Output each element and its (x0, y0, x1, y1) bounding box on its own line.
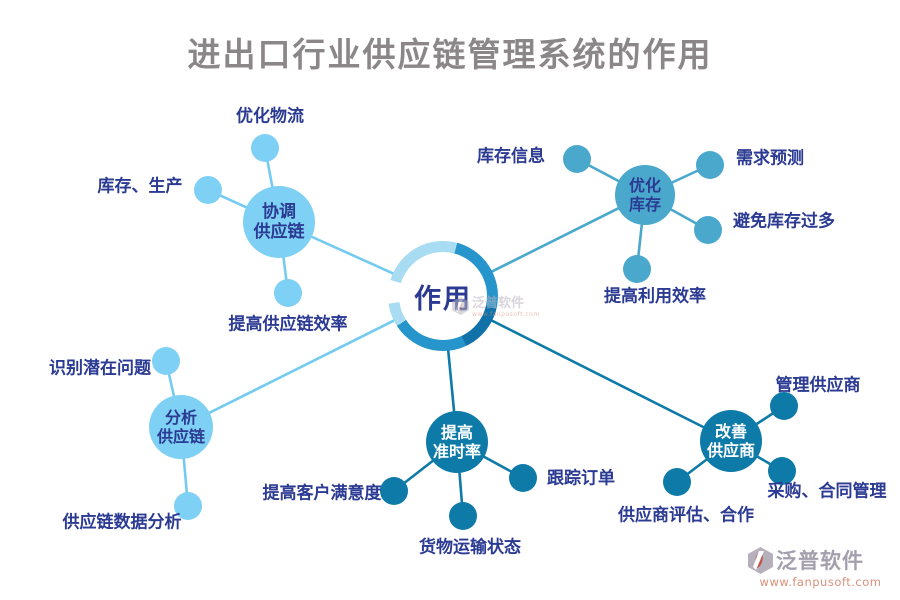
label-track-orders: 跟踪订单 (547, 468, 615, 489)
center-node-inner: 作用 (399, 252, 487, 340)
node-dot-supply-chain-data-analysis (174, 492, 202, 520)
label-demand-forecast: 需求预测 (736, 148, 804, 169)
center-node: 作用 (388, 241, 498, 351)
label-inventory-production: 库存、生产 (97, 176, 183, 197)
node-dot-cargo-transport-status (449, 502, 477, 530)
node-dot-inventory-info (563, 145, 591, 173)
node-dot-inventory-production (194, 176, 222, 204)
page-title: 进出口行业供应链管理系统的作用 (187, 35, 713, 74)
node-dot-avoid-excess-inventory (694, 216, 722, 244)
node-dot-track-orders (509, 464, 537, 492)
label-improve-supply-chain-efficiency: 提高供应链效率 (228, 314, 348, 335)
label-avoid-excess-inventory: 避免库存过多 (733, 211, 835, 232)
logo-url-text: www.fanpusoft.com (759, 575, 882, 589)
watermark-brand: 泛普软件 (472, 296, 525, 311)
node-dot-improve-utilization (623, 255, 651, 283)
node-dot-improve-supply-chain-efficiency (274, 279, 302, 307)
branch-node-analyze-supply-chain: 分析 供应链 (149, 395, 213, 459)
label-improve-utilization: 提高利用效率 (604, 286, 706, 307)
node-dot-optimize-logistics (251, 134, 279, 162)
label-inventory-info: 库存信息 (477, 146, 545, 167)
node-dot-procurement-contract-management (768, 457, 796, 485)
label-improve-customer-satisfaction: 提高客户满意度 (262, 483, 382, 504)
branch-node-improve-suppliers: 改善 供应商 (700, 410, 762, 472)
node-dot-identify-potential-issues (152, 347, 180, 375)
node-dot-demand-forecast (696, 151, 724, 179)
label-cargo-transport-status: 货物运输状态 (419, 537, 521, 558)
logo-brand-text: 泛普软件 (776, 549, 864, 573)
fanpu-logo-icon (748, 546, 773, 574)
label-supply-chain-data-analysis: 供应链数据分析 (62, 512, 182, 533)
watermark-url: www.fanpusoft.com (472, 310, 540, 318)
node-dot-manage-suppliers (770, 392, 798, 420)
label-supplier-evaluation-cooperation: 供应商评估、合作 (618, 505, 754, 526)
label-identify-potential-issues: 识别潜在问题 (49, 358, 151, 379)
branch-node-optimize-inventory: 优化 库存 (615, 165, 675, 225)
branch-node-coordinate-supply-chain: 协调 供应链 (243, 186, 315, 258)
label-procurement-contract-management: 采购、合同管理 (767, 481, 887, 502)
branch-node-improve-ontime-rate: 提高 准时率 (426, 411, 488, 473)
fanpu-logo-icon (452, 297, 469, 315)
center-watermark: 泛普软件 www.fanpusoft.com (452, 297, 540, 318)
fanpu-logo: 泛普软件 www.fanpusoft.com (748, 545, 893, 589)
label-optimize-logistics: 优化物流 (236, 106, 304, 127)
label-manage-suppliers: 管理供应商 (775, 375, 861, 396)
node-dot-improve-customer-satisfaction (380, 477, 408, 505)
node-dot-supplier-evaluation-cooperation (663, 468, 691, 496)
